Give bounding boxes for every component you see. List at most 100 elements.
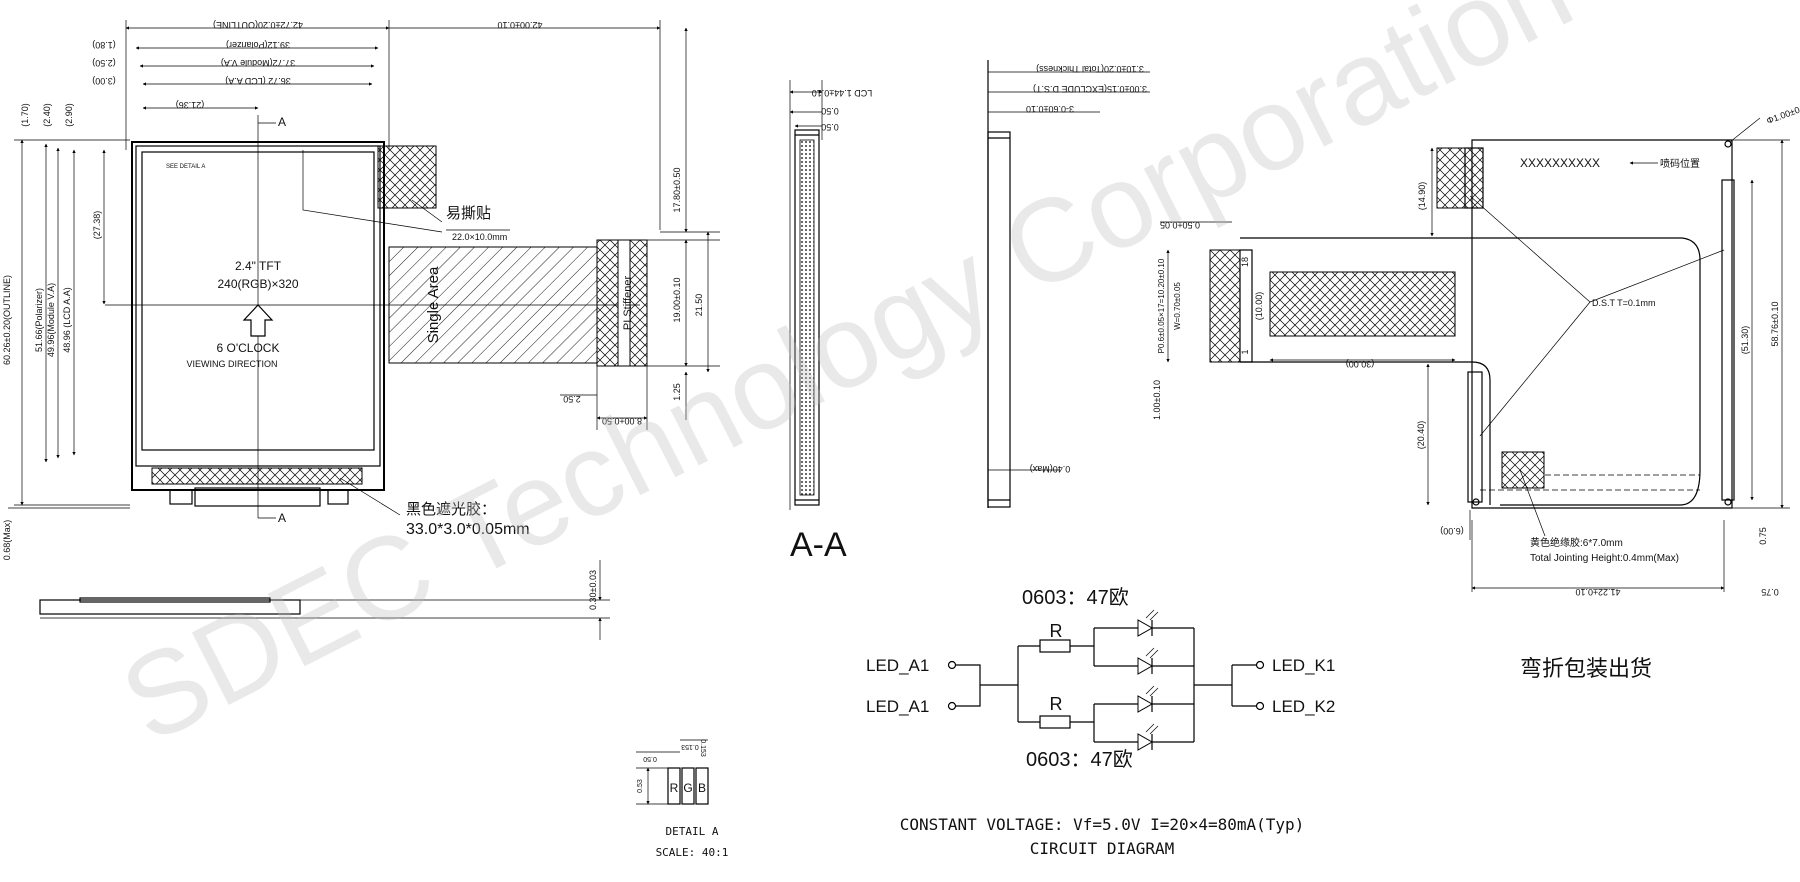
dim-51-30: (51.30)	[1740, 326, 1750, 355]
dim-pitch: P0.6±0.05×17=10.20±0.10	[1157, 258, 1166, 353]
dim-fpc-2-50: 2.50	[563, 394, 581, 404]
dst-strip-bottom	[1467, 371, 1483, 503]
pin-first: 18	[1240, 257, 1250, 267]
tape-size: 22.0×10.0mm	[452, 232, 507, 242]
circuit-diagram: 0603：47欧 0603：47欧 LED_A1 LED_A1 LED_K1 L…	[866, 586, 1335, 858]
dim-offset-1: (1.80)	[92, 40, 116, 50]
panel-title: 2.4" TFT	[235, 259, 282, 273]
dim-module-va-height: 49.96(Module V.A)	[46, 283, 56, 357]
dim-fpc-1-25: 1.25	[672, 383, 682, 401]
bent-caption: 弯折包装出货	[1520, 656, 1652, 681]
led-2-icon	[1137, 647, 1159, 675]
dst-strip-left	[1436, 147, 1484, 209]
black-tape-label: 黑色遮光胶：	[406, 501, 496, 518]
section-mark-bottom: A	[278, 511, 286, 525]
input-1: LED_A1	[866, 656, 929, 675]
dim-lcd-aa-width: 36.72 (LCD A.A)	[225, 76, 291, 86]
dim-0-75-bottom: 0.75	[1761, 587, 1779, 597]
viewing-arrow-icon	[242, 304, 274, 337]
insulation-tape	[1501, 451, 1545, 489]
resistor-value-top: 0603：47欧	[1022, 586, 1129, 609]
detail-dim-0: 0.50	[643, 755, 657, 762]
dim-offset-3: (3.00)	[92, 76, 116, 86]
resistor-label-top: R	[1050, 621, 1063, 641]
dim-half-width: (21.36)	[176, 100, 205, 110]
dim-fpc-8-00: 8.00±0.50	[602, 416, 642, 426]
led-1-icon	[1137, 609, 1159, 637]
dim-58-76: 58.76±0.10	[1770, 302, 1780, 347]
detail-r: R	[670, 781, 679, 795]
dim-max-bottom: 0.68(Max)	[2, 520, 12, 561]
side-view: 3.10±0.20(Total Thickness) 3.00±0.15(EXC…	[987, 60, 1150, 508]
dim-lcd-thickness: LCD 1.44±0.10	[812, 88, 872, 98]
dim-total-thickness: 3.10±0.20(Total Thickness)	[1036, 64, 1144, 74]
detail-a: R G B 0.50 0.153 0.153 0.53 DETAIL A SCA…	[636, 739, 728, 859]
fpc-pad-area	[1269, 271, 1456, 337]
ic-bump	[194, 487, 321, 507]
led-3-icon	[1137, 685, 1159, 713]
dim-6-00: (6.00)	[1440, 526, 1464, 536]
dim-0-50: 0.50±0.05	[1160, 220, 1200, 230]
black-tape-size: 33.0*3.0*0.05mm	[406, 521, 530, 538]
dim-half-height: (27.38)	[92, 211, 102, 240]
dim-section-2: 0.50	[821, 122, 839, 132]
resistor-label-bottom: R	[1050, 694, 1063, 714]
front-view: 42.72±0.20(OUTLINE) 39.12(Polarizer) 37.…	[2, 20, 720, 640]
led-4-icon	[1137, 723, 1159, 751]
section-aa: LCD 1.44±0.10 0.50 0.50 A-A	[789, 80, 872, 564]
section-body	[794, 129, 820, 506]
viewing-direction-sub: VIEWING DIRECTION	[186, 359, 277, 369]
dim-side-gap: 3-0.60±0.10	[1026, 104, 1074, 114]
dim-exclude-dst: 3.00±0.15(EXCLUDE D.S.T)	[1033, 84, 1147, 94]
stiffener-label: PI Stiffener	[622, 276, 634, 331]
circuit-title: CIRCUIT DIAGRAM	[1030, 839, 1175, 858]
section-mark-top: A	[278, 115, 286, 129]
dim-polarizer-width: 39.12(Polarizer)	[226, 40, 290, 50]
dim-lcd-aa-height: 48.96 (LCD A.A)	[62, 287, 72, 353]
module-side-profile	[39, 599, 301, 615]
dim-left-offset-3: (2.90)	[64, 103, 74, 127]
dim-1-00: 1.00±0.10	[1152, 380, 1162, 420]
resistor-bottom	[1039, 715, 1071, 729]
detail-tag: SEE DETAIL A	[166, 164, 205, 170]
black-mask-strip	[151, 467, 363, 485]
dim-left-offset-1: (1.70)	[20, 103, 30, 127]
joint-note: Total Jointing Height:0.4mm(Max)	[1530, 553, 1679, 564]
panel-resolution: 240(RGB)×320	[217, 277, 298, 291]
dim-left-offset-2: (2.40)	[42, 103, 52, 127]
resistor-top	[1039, 639, 1071, 653]
dst-note: D.S.T T=0.1mm	[1592, 298, 1655, 308]
dim-10-00: (10.00)	[1254, 292, 1264, 321]
output-1: LED_K1	[1272, 656, 1335, 675]
dim-fpc-19-00: 19.00±0.10	[672, 278, 682, 323]
detail-dim-2: 0.153	[699, 739, 706, 757]
dim-side-max: 0.40(Max)	[1030, 464, 1071, 474]
detail-dim-1: 0.153	[681, 743, 699, 750]
detail-dim-3: 0.53	[637, 779, 644, 793]
pin-last: 1	[1240, 349, 1250, 354]
marking-code: XXXXXXXXXX	[1520, 156, 1600, 170]
dim-fpc-21-50: 21.50	[694, 294, 704, 317]
dim-41-22: 41.22±0.10	[1576, 587, 1621, 597]
hole-dim: Φ1.00±0.10	[1765, 100, 1800, 126]
dim-fpc-17-80: 17.80±0.50	[672, 168, 682, 213]
fpc-label: Single Area	[425, 266, 442, 343]
dim-thickness: 0.30±0.03	[588, 570, 598, 610]
dim-30-00: (30.00)	[1346, 359, 1375, 369]
marking-note: 喷码位置	[1660, 157, 1700, 170]
viewing-direction: 6 O'CLOCK	[217, 341, 280, 355]
bent-view: 18 1 Φ1.00±0.10 XXXXXXXXXX 喷码位置 D.S.T T=…	[1152, 100, 1800, 681]
circuit-spec: CONSTANT VOLTAGE: Vf=5.0V I=20×4=80mA(Ty…	[900, 815, 1305, 834]
dim-outline-height: 60.26±0.20(OUTLINE)	[2, 275, 12, 365]
output-2: LED_K2	[1272, 697, 1335, 716]
watermark: SDEC Technology Corporation	[102, 0, 1592, 768]
dim-20-40: (20.40)	[1416, 421, 1426, 450]
detail-title: DETAIL A	[666, 825, 719, 838]
dim-outline-width: 42.72±0.20(OUTLINE)	[213, 20, 303, 30]
dim-14-90: (14.90)	[1417, 182, 1427, 211]
detail-b: B	[698, 781, 706, 795]
dim-0-75-right: 0.75	[1758, 527, 1768, 545]
section-title: A-A	[790, 526, 847, 564]
dst-strip-right	[1721, 179, 1735, 501]
